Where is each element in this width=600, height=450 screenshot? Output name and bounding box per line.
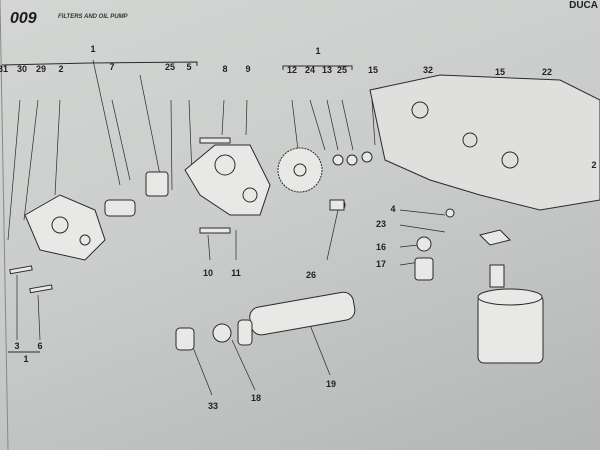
label-23: 23 <box>375 219 387 229</box>
label-6: 6 <box>37 341 43 351</box>
label-15b: 15 <box>494 67 506 77</box>
label-1-bracket-right: 1 <box>315 46 321 56</box>
label-32: 32 <box>422 65 434 75</box>
label-31: 31 <box>0 64 9 74</box>
oil-pump-body <box>24 194 106 261</box>
label-33: 33 <box>207 401 219 411</box>
label-8: 8 <box>222 64 228 74</box>
label-25: 25 <box>164 62 176 72</box>
label-25b: 25 <box>336 65 348 75</box>
label-2-right: 2 <box>591 160 597 170</box>
bracket-right <box>282 65 353 70</box>
label-7: 7 <box>109 62 115 72</box>
label-11: 11 <box>231 268 241 278</box>
label-3: 3 <box>14 341 20 351</box>
page-fold-line <box>0 0 9 450</box>
filter-screen <box>249 291 356 336</box>
crankcase <box>369 74 600 211</box>
section-code: 009 <box>10 10 37 27</box>
pump-gears <box>104 171 169 217</box>
pump-cover <box>184 144 271 216</box>
label-17: 17 <box>375 259 387 269</box>
label-10: 10 <box>202 268 214 278</box>
drive-gear <box>277 147 323 193</box>
label-29: 29 <box>35 64 47 74</box>
label-30: 30 <box>16 64 28 74</box>
label-16: 16 <box>375 242 387 252</box>
label-12: 12 <box>286 65 298 75</box>
brand-text: DUCA <box>569 0 598 11</box>
label-1-bottom: 1 <box>23 354 29 364</box>
drain-plug <box>175 257 434 351</box>
bolts <box>9 137 511 294</box>
label-26: 26 <box>305 270 317 280</box>
label-18: 18 <box>250 393 262 403</box>
label-9: 9 <box>245 64 251 74</box>
label-22: 22 <box>541 67 553 77</box>
label-1-bracket-left: 1 <box>90 44 96 54</box>
label-2: 2 <box>58 64 64 74</box>
oil-filter <box>477 288 544 364</box>
label-24: 24 <box>304 65 316 75</box>
label-15: 15 <box>367 65 379 75</box>
label-5: 5 <box>186 62 192 72</box>
section-title: FILTERS AND OIL PUMP <box>58 14 128 20</box>
bracket-left <box>1 61 198 66</box>
label-13: 13 <box>321 65 333 75</box>
label-4: 4 <box>390 204 396 214</box>
label-19: 19 <box>325 379 337 389</box>
